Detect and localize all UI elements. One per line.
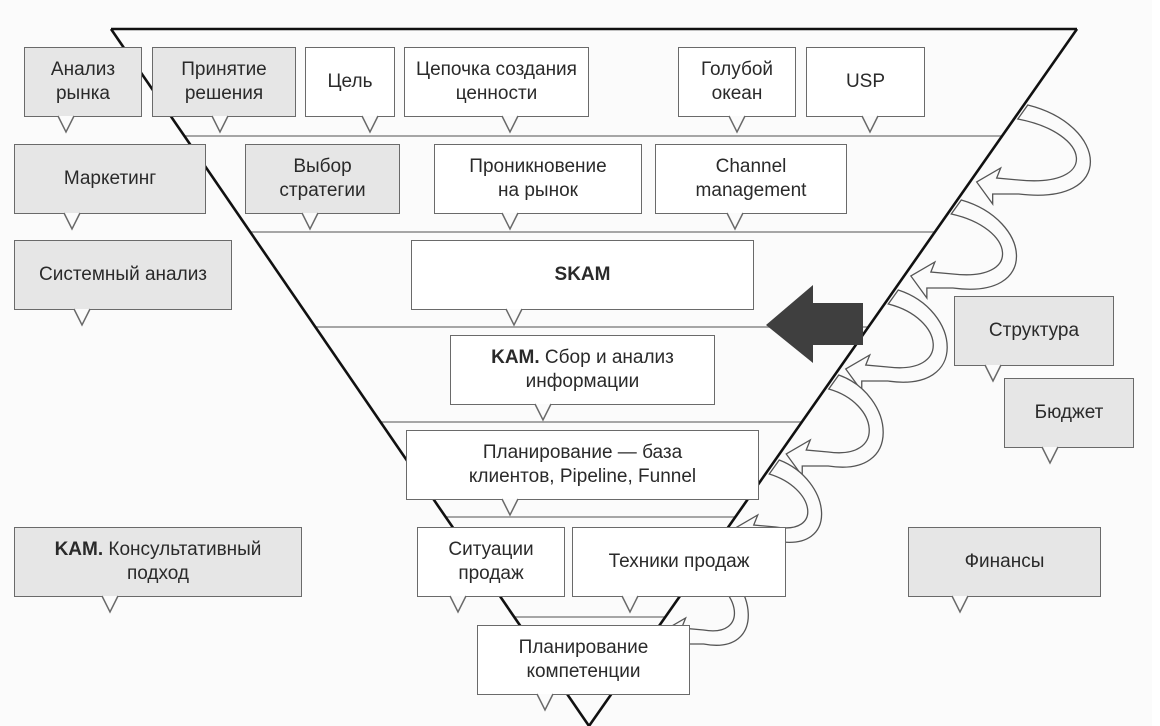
box-sales-techniques: Техники продаж xyxy=(572,527,786,597)
callout-tail xyxy=(63,212,81,231)
box-channel-management: Channel management xyxy=(655,144,847,214)
callout-tail xyxy=(501,212,519,231)
box-structure: Структура xyxy=(954,296,1114,366)
box-market-analysis: Анализ рынка xyxy=(24,47,142,117)
box-planning-base: Планирование — база клиентов, Pipeline, … xyxy=(406,430,759,500)
callout-tail xyxy=(449,595,467,614)
box-blue-ocean: Голубой океан xyxy=(678,47,796,117)
box-value-chain: Цепочка создания ценности xyxy=(404,47,589,117)
kam-bold-label: KAM. xyxy=(54,539,104,560)
callout-tail xyxy=(361,115,379,134)
box-kam-info: KAM. Сбор и анализ информации xyxy=(450,335,715,405)
box-decision: Принятие решения xyxy=(152,47,296,117)
callout-tail xyxy=(73,308,91,327)
callout-tail xyxy=(951,595,969,614)
box-skam: SKAM xyxy=(411,240,754,310)
funnel-right-edge xyxy=(587,28,1079,726)
right-margin-strip xyxy=(1152,0,1160,726)
box-strategy-choice: Выбор стратегии xyxy=(245,144,400,214)
curved-arrow-icon xyxy=(785,374,884,478)
box-competence-planning: Планирование компетенции xyxy=(477,625,690,695)
callout-tail xyxy=(57,115,75,134)
callout-tail xyxy=(984,364,1002,383)
callout-tail xyxy=(621,595,639,614)
callout-tail xyxy=(505,308,523,327)
box-goal: Цель xyxy=(305,47,395,117)
curved-arrow-icon xyxy=(844,289,948,393)
callout-tail xyxy=(534,403,552,422)
callout-tail xyxy=(861,115,879,134)
callout-tail xyxy=(726,212,744,231)
box-kam-consultative: KAM. Консультативный подход xyxy=(14,527,302,597)
box-market-penetration: Проникновение на рынок xyxy=(434,144,642,214)
callout-tail xyxy=(301,212,319,231)
box-marketing: Маркетинг xyxy=(14,144,206,214)
box-budget: Бюджет xyxy=(1004,378,1134,448)
box-system-analysis: Системный анализ xyxy=(14,240,232,310)
callout-tail xyxy=(101,595,119,614)
curved-arrow-icon xyxy=(975,104,1091,206)
callout-tail xyxy=(536,693,554,712)
callout-tail xyxy=(501,115,519,134)
callout-tail xyxy=(211,115,229,134)
callout-tail xyxy=(501,498,519,517)
box-sales-situations: Ситуации продаж xyxy=(417,527,565,597)
callout-tail xyxy=(728,115,746,134)
callout-tail xyxy=(1041,446,1059,465)
kam-bold-label: KAM. xyxy=(491,347,540,368)
curved-arrow-icon xyxy=(909,199,1018,300)
box-finance: Финансы xyxy=(908,527,1101,597)
arrow-left-icon xyxy=(766,285,863,363)
box-usp: USP xyxy=(806,47,925,117)
